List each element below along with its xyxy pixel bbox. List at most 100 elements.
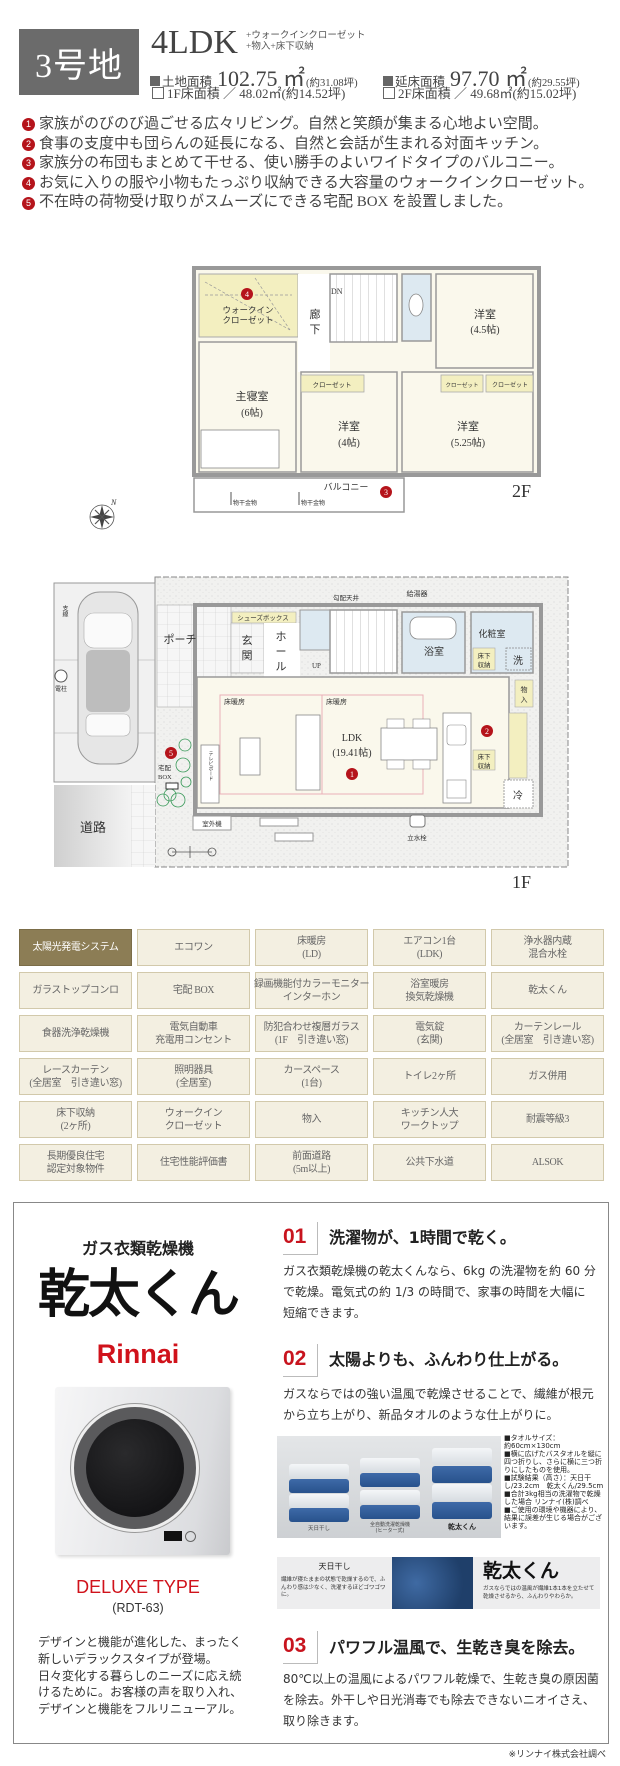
outdoor-unit-label: 室外機 bbox=[202, 819, 222, 828]
towel-label: 全自動洗濯乾燥機 (ヒーター式) bbox=[369, 1522, 410, 1534]
area-line: 土地面積 102.75 ㎡ (約31.08坪) 延床面積 97.70 ㎡ (約2… bbox=[150, 61, 580, 93]
number-badge: 4 bbox=[22, 177, 35, 191]
number-badge: 2 bbox=[22, 137, 35, 151]
wic-label: クローゼット bbox=[222, 315, 273, 325]
towel-label: 乾太くん bbox=[448, 1523, 476, 1531]
feature-text: お気に入りの服や小物もたっぷり収納できる大容量のウォークインクローゼット。 bbox=[39, 174, 594, 191]
model-type: DELUXE TYPE bbox=[76, 1577, 200, 1597]
1f-outer-wall bbox=[193, 603, 543, 817]
outdoor-unit bbox=[192, 815, 232, 831]
bathtub-icon bbox=[409, 616, 457, 640]
number-badge-text: 1 bbox=[350, 770, 354, 779]
ldk-size: (19.41帖) bbox=[332, 746, 371, 759]
water-heater-label: 給湯器 bbox=[407, 589, 428, 598]
closet-label: クローゼット bbox=[492, 381, 528, 389]
dryer-category: ガス衣類乾燥機 bbox=[81, 1239, 194, 1258]
closet-room525 bbox=[440, 374, 484, 393]
total-floor-area: 延床面積 97.70 ㎡ (約29.55坪) bbox=[383, 61, 580, 93]
room-size: (5.25帖) bbox=[451, 436, 485, 449]
closet-label: クローゼット bbox=[445, 381, 478, 389]
equipment-item: エアコン1台 (LDK) bbox=[373, 929, 486, 966]
sloped-ceiling-label: 勾配天井 bbox=[333, 593, 360, 602]
dryer-description: デザインと機能が進化した、まったく 新しいデラックスタイプが登場。 日々変化する… bbox=[38, 1635, 243, 1717]
number-badge-text: 4 bbox=[245, 290, 249, 299]
towel-test-notes: ■タオルサイズ： 約60cm×130cm ■横に広げたバスタオルを縦に四つ折りし… bbox=[504, 1434, 604, 1530]
equipment-item: 乾太くん bbox=[491, 972, 604, 1009]
storage-closet bbox=[514, 679, 534, 708]
number-badge-text: 2 bbox=[485, 727, 489, 736]
bed-icon bbox=[200, 429, 280, 469]
equipment-item: 公共下水道 bbox=[373, 1144, 486, 1181]
underfloor-storage bbox=[472, 647, 496, 671]
equipment-item: 住宅性能評価書 bbox=[137, 1144, 250, 1181]
coffee-table-icon bbox=[239, 737, 261, 776]
model-number: (RDT-63) bbox=[112, 1601, 164, 1615]
floor2-area-text: 2F床面積 ／ 49.68㎡(約15.02坪) bbox=[398, 86, 577, 101]
land-area-tsubo: (約31.08坪) bbox=[306, 78, 358, 89]
utility-pole-label: 電柱 bbox=[55, 685, 67, 693]
room-label: 洋室 bbox=[338, 419, 360, 433]
towel-closeup-photo bbox=[392, 1557, 473, 1609]
equipment-item: エコワン bbox=[137, 929, 250, 966]
point-number-box: 02 bbox=[283, 1344, 318, 1377]
total-area-label: 延床面積 bbox=[395, 75, 446, 89]
number-badge-text: 5 bbox=[169, 749, 173, 758]
sink-icon bbox=[446, 724, 467, 746]
underfloor-label: 収納 bbox=[478, 761, 491, 770]
washer-space bbox=[505, 647, 532, 671]
extra-wic: +ウォークインクローゼット bbox=[246, 31, 366, 41]
equipment-item: 照明器具 (全居室) bbox=[137, 1058, 250, 1095]
faucet-icon bbox=[409, 814, 426, 828]
wic-label: ウォークイン bbox=[222, 305, 273, 315]
number-badge bbox=[481, 725, 493, 737]
total-area-value: 97.70 ㎡ bbox=[450, 66, 528, 91]
footnote: ※リンナイ株式会社調べ bbox=[508, 1750, 606, 1760]
room-label: 主寝室 bbox=[236, 389, 269, 403]
compass-icon: N bbox=[89, 498, 117, 530]
storage-label: 物 bbox=[521, 685, 528, 694]
feature-text: 不在時の荷物受け取りがスムーズにできる宅配 BOX を設置しました。 bbox=[39, 194, 513, 211]
stairs-up-label: UP bbox=[312, 662, 321, 670]
towel-label: 天日干し bbox=[307, 1526, 330, 1532]
delivery-box-label: 宅配 bbox=[158, 763, 172, 772]
support-wire-label: 支線 bbox=[61, 604, 68, 617]
filled-square-icon bbox=[383, 76, 393, 86]
hall-label: ル bbox=[276, 661, 287, 673]
hanger-label: 物干金物 bbox=[301, 499, 325, 507]
equipment-item: キッチン人大 ワークトップ bbox=[373, 1101, 486, 1138]
dryer-dial bbox=[185, 1531, 196, 1542]
closet-room45 bbox=[485, 374, 534, 393]
room-label: 洋室 bbox=[474, 307, 496, 321]
entrance bbox=[230, 622, 265, 674]
extra-storage: +物入+床下収納 bbox=[246, 42, 314, 52]
north-label: N bbox=[110, 498, 117, 507]
delivery-box-icon bbox=[165, 782, 179, 790]
stove-icon bbox=[446, 779, 467, 799]
road-label: 道路 bbox=[80, 820, 106, 835]
bath-label: 浴室 bbox=[424, 645, 444, 658]
floor2-area: 2F床面積 ／ 49.68㎡(約15.02坪) bbox=[383, 83, 576, 102]
number-badge: 1 bbox=[22, 118, 35, 132]
feature-item: 4 お気に入りの服や小物もたっぷり収納できる大容量のウォークインクローゼット。 bbox=[22, 174, 593, 194]
point-body: ガス衣類乾燥機の乾太くんなら、6kg の洗濯物を約 60 分 で乾燥。電気式の約… bbox=[283, 1264, 596, 1320]
land-area-value: 102.75 ㎡ bbox=[217, 66, 306, 91]
entrance-label: 玄 bbox=[242, 633, 253, 647]
equipment-item: カースペース (1台) bbox=[255, 1058, 368, 1095]
porch-label: ポーチ bbox=[164, 633, 197, 646]
wic-room bbox=[198, 273, 299, 338]
point-number: 02 bbox=[283, 1347, 307, 1370]
balcony-label: バルコニー bbox=[324, 482, 369, 492]
road bbox=[54, 785, 131, 867]
stairs-2f bbox=[329, 273, 398, 343]
point-title: 太陽よりも、ふんわり仕上がる。 bbox=[329, 1350, 569, 1369]
tv-board-icon bbox=[200, 744, 220, 804]
compare-right-title: 乾太くん bbox=[483, 1560, 560, 1582]
ldk-label: LDK bbox=[342, 733, 363, 744]
car-icon bbox=[77, 591, 139, 765]
dining-table-icon bbox=[380, 727, 438, 761]
floor-plans: ウォークイン クローゼット DN 廊 下 洋室 (4.5帖) 主寝室 (6帖) … bbox=[53, 266, 569, 892]
floor-heating-label: 床暖房 bbox=[224, 697, 245, 706]
equipment-item: ALSOK bbox=[491, 1144, 604, 1181]
number-badge: 3 bbox=[22, 157, 35, 171]
